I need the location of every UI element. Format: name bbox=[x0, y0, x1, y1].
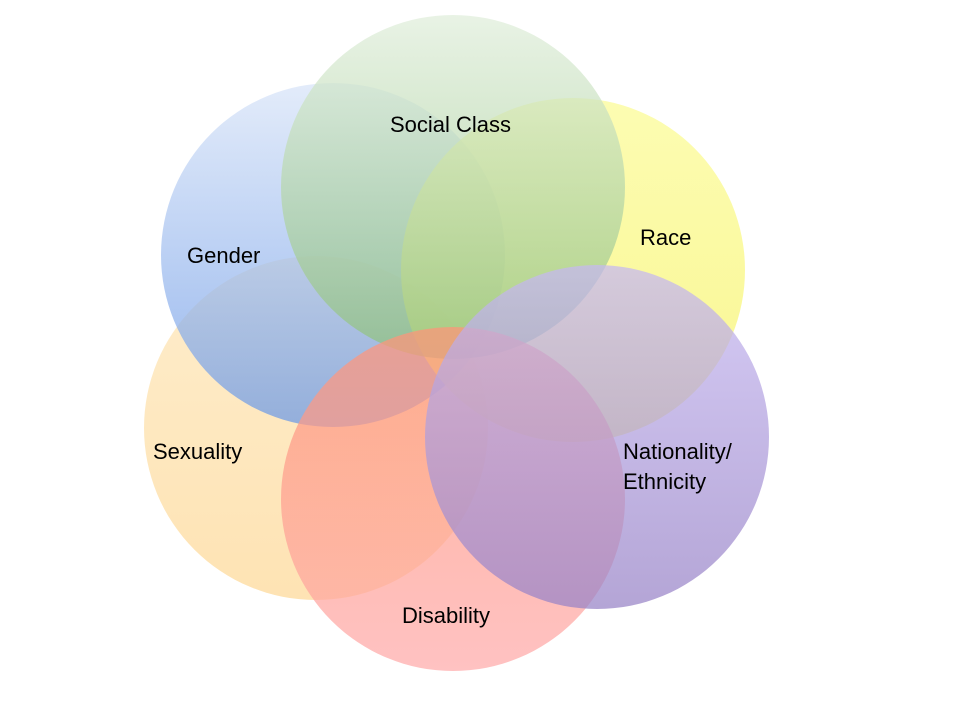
label-race: Race bbox=[640, 225, 691, 250]
circle-nationality bbox=[425, 265, 769, 609]
label-social-class: Social Class bbox=[390, 112, 511, 137]
label-gender: Gender bbox=[187, 243, 260, 268]
label-disability: Disability bbox=[402, 603, 490, 628]
label-nationality-line2: Ethnicity bbox=[623, 469, 706, 494]
circle-social-class bbox=[281, 15, 625, 359]
label-sexuality: Sexuality bbox=[153, 439, 242, 464]
label-nationality-line1: Nationality/ bbox=[623, 439, 733, 464]
